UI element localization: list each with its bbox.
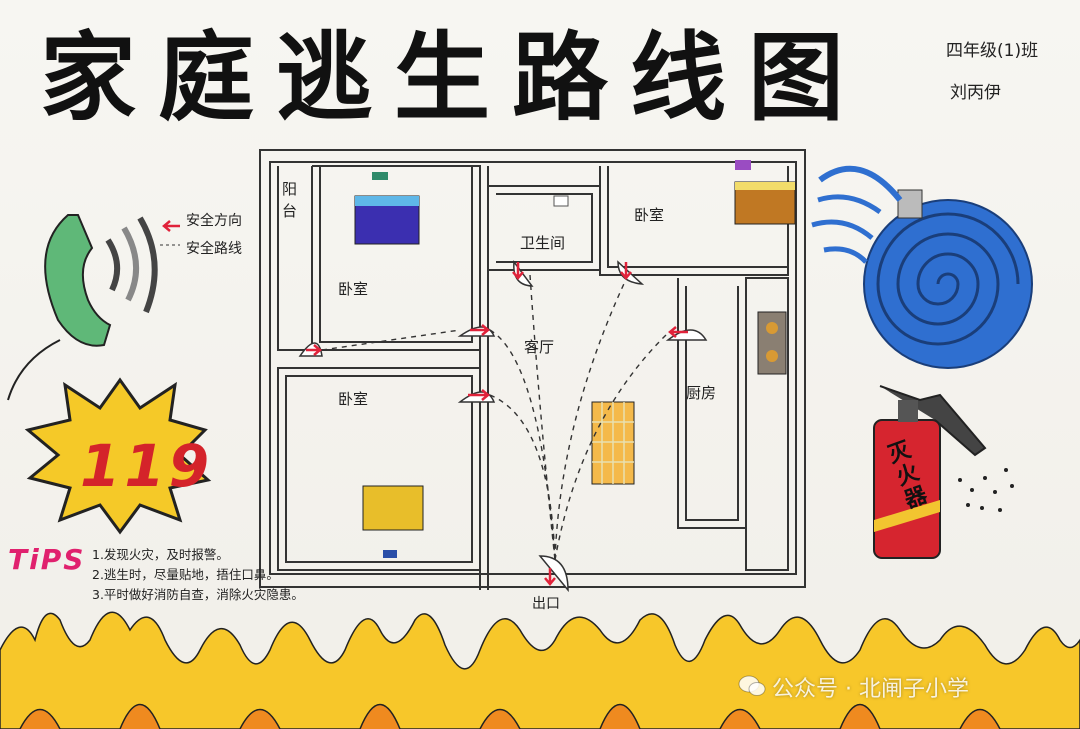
room-bedroom-top-left: 卧室	[338, 280, 369, 298]
door-arcs	[298, 259, 708, 593]
emergency-number: 119	[80, 432, 214, 500]
tip-item: 3.平时做好消防自查，消除火灾隐患。	[92, 587, 304, 602]
room-bedroom-bottom-left: 卧室	[338, 390, 369, 408]
room-bathroom: 卫生间	[520, 234, 566, 252]
route-arrows	[162, 220, 688, 586]
room-exit: 出口	[532, 596, 560, 612]
tips-title: TiPS	[8, 543, 86, 576]
flames-border	[0, 611, 1080, 729]
fire-extinguisher-icon	[873, 385, 1014, 559]
floor-plan	[259, 149, 806, 590]
room-bedroom-top-right: 卧室	[634, 206, 665, 224]
class-label: 四年级(1)班	[946, 41, 1039, 61]
author-name: 刘丙伊	[950, 83, 1001, 103]
legend-direction: 安全方向	[186, 213, 242, 229]
phone-icon	[7, 214, 158, 401]
room-balcony: 阳台	[282, 180, 298, 220]
legend-route: 安全路线	[186, 241, 242, 257]
room-kitchen: 厨房	[686, 384, 717, 402]
watermark: 公众号 · 北闸子小学	[772, 677, 969, 702]
room-living-room: 客厅	[524, 338, 555, 356]
alarm-burst-icon	[24, 377, 212, 535]
tip-item: 2.逃生时，尽量贴地，捂住口鼻。	[92, 567, 279, 582]
escape-routes	[321, 274, 667, 561]
poster-title: 家庭逃生路线图	[40, 21, 866, 134]
water-hose-icon	[811, 165, 1033, 369]
wechat-icon	[738, 675, 766, 696]
furniture	[354, 160, 796, 558]
tip-item: 1.发现火灾，及时报警。	[92, 547, 229, 562]
